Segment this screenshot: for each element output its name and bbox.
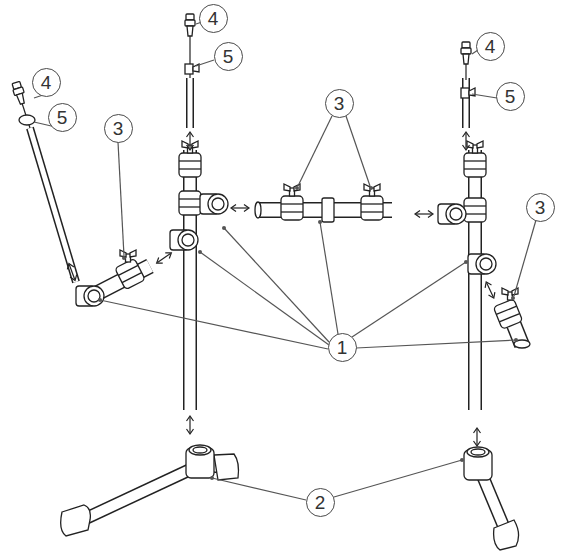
leader-lines [34,22,536,500]
left-base [61,445,239,536]
callout-circle: 4 [32,68,61,97]
center-bar [255,184,392,222]
callout-number: 4 [41,73,52,92]
callout-circle: 5 [48,103,77,132]
callout-circle: 3 [526,193,555,222]
left-upright [170,141,228,410]
callout-number: 4 [208,9,219,28]
left-arm [76,250,150,306]
callout-number: 3 [113,119,124,138]
callout-number: 5 [223,47,234,66]
callout-number: 3 [334,94,345,113]
callout-circle: 5 [496,82,525,111]
callout-circle: 1 [328,333,357,362]
callout-circle: 2 [306,488,335,517]
cymbal-rods [11,14,475,282]
callout-circle: 4 [199,4,228,33]
callout-number: 2 [315,493,326,512]
assembly-arrows [66,132,497,446]
callout-circle: 4 [476,32,505,61]
callout-number: 5 [57,108,68,127]
right-arm [493,288,530,348]
callout-number: 5 [505,87,516,106]
right-upright [438,141,496,410]
callout-number: 4 [485,37,496,56]
callout-circle: 3 [104,114,133,143]
right-base [464,447,519,550]
callout-number: 1 [337,338,348,357]
callout-circle: 3 [325,89,354,118]
callout-circle: 5 [214,42,243,71]
callout-number: 3 [535,198,546,217]
